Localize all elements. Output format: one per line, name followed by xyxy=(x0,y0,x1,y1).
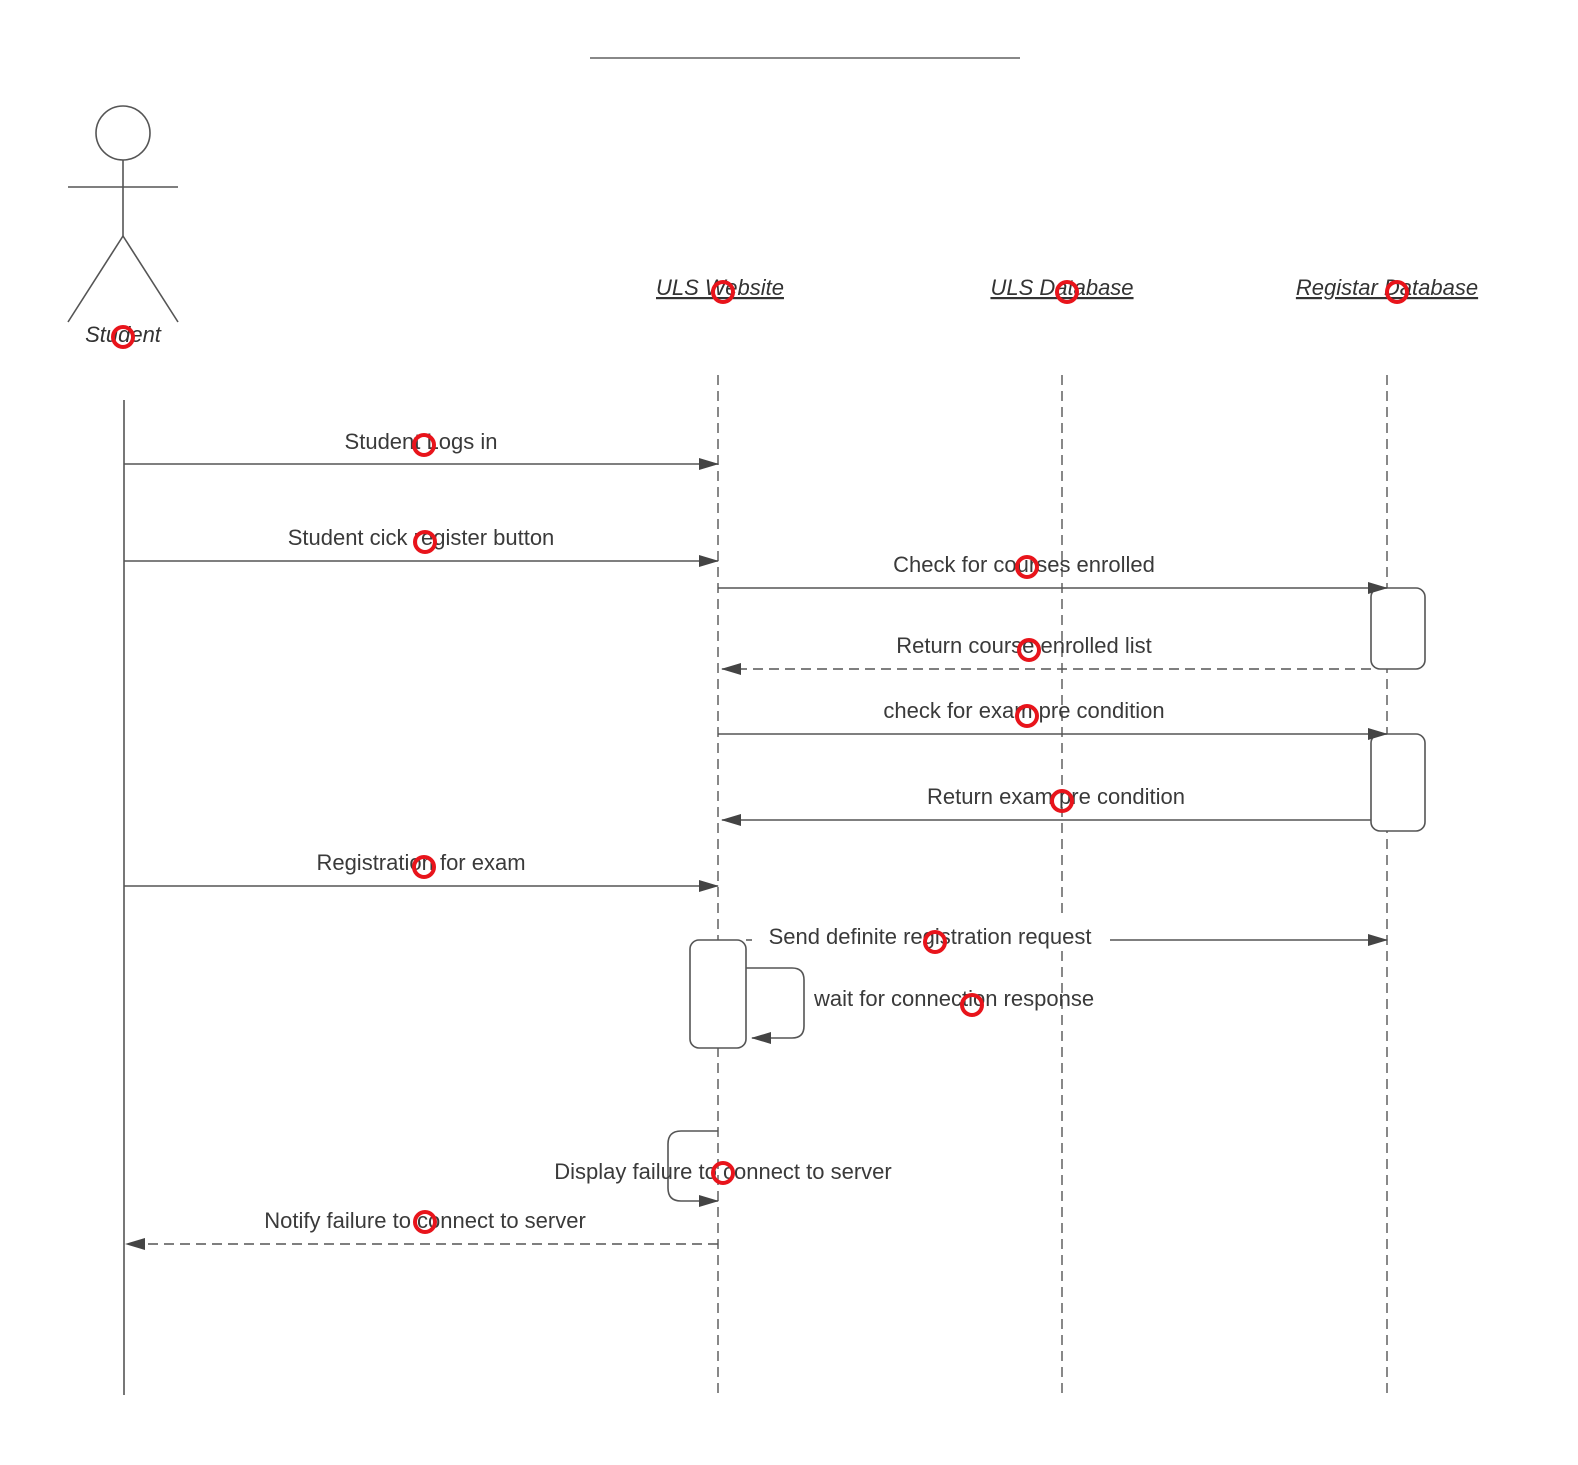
marker-circle xyxy=(960,993,984,1017)
message-label: Return exam pre condition xyxy=(927,784,1185,809)
message-return-course-enrolled-list: Return course enrolled list xyxy=(721,633,1371,675)
participant-uls-website: ULS Website xyxy=(656,275,784,300)
actor-student: Student xyxy=(67,105,179,347)
activation-registar-1 xyxy=(1370,587,1426,670)
annotation-markers xyxy=(111,280,1409,1234)
marker-circle xyxy=(413,1210,437,1234)
participant-uls-database: ULS Database xyxy=(990,275,1133,300)
message-check-courses-enrolled: Check for courses enrolled xyxy=(718,552,1388,594)
marker-circle xyxy=(412,433,436,457)
marker-circle xyxy=(1385,280,1409,304)
message-return-exam-pre-condition: Return exam pre condition xyxy=(721,784,1371,826)
marker-circle xyxy=(1017,638,1041,662)
message-registration-for-exam: Registration for exam xyxy=(124,850,719,892)
marker-circle xyxy=(413,530,437,554)
marker-circle xyxy=(1015,704,1039,728)
message-arrow xyxy=(667,1130,719,1207)
marker-circle xyxy=(412,855,436,879)
actor-right-leg xyxy=(122,235,179,323)
message-label: wait for connection response xyxy=(813,986,1094,1011)
message-check-exam-pre-condition: check for exam pre condition xyxy=(718,698,1388,740)
message-label: Student Logs in xyxy=(345,429,498,454)
message-send-definite-registration-request: Send definite registration request xyxy=(746,918,1388,949)
message-student-logs-in: Student Logs in xyxy=(124,429,719,470)
message-label: Registration for exam xyxy=(316,850,525,875)
marker-circle xyxy=(111,325,135,349)
message-label: Return course enrolled list xyxy=(896,633,1152,658)
message-label: check for exam pre condition xyxy=(883,698,1164,723)
message-wait-for-connection-response: wait for connection response xyxy=(746,967,1094,1044)
actor-head xyxy=(95,105,151,161)
message-student-click-register: Student cick register button xyxy=(124,525,719,567)
marker-circle xyxy=(711,1161,735,1185)
marker-circle xyxy=(1015,555,1039,579)
activation-registar-2 xyxy=(1370,733,1426,832)
marker-circle xyxy=(711,280,735,304)
message-display-failure: Display failure to connect to server xyxy=(554,1130,892,1207)
message-arrow xyxy=(746,967,805,1044)
marker-circle xyxy=(1050,789,1074,813)
message-label: Send definite registration request xyxy=(769,924,1092,949)
marker-circle xyxy=(1055,280,1079,304)
activation-website-wait xyxy=(689,939,747,1049)
actor-left-leg xyxy=(67,235,124,323)
marker-circle xyxy=(923,930,947,954)
message-label: Student cick register button xyxy=(288,525,555,550)
